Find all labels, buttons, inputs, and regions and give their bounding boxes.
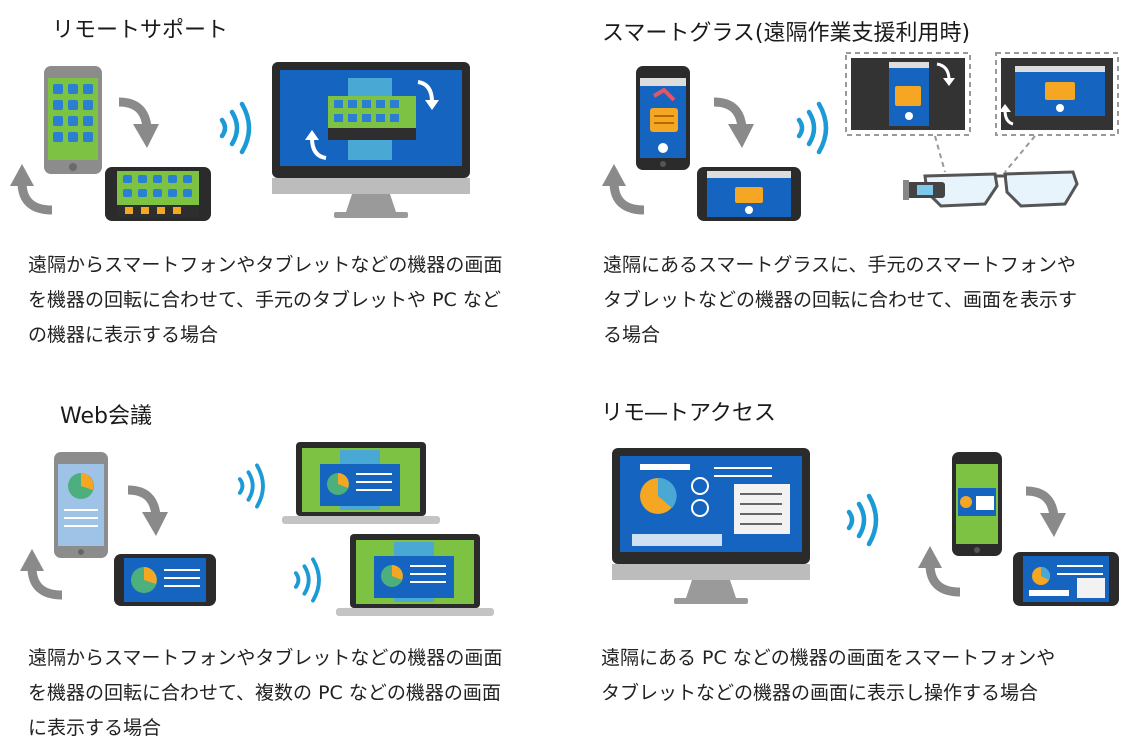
panel-description: 遠隔からスマートフォンやタブレットなどの機器の画面 を機器の回転に合わせて、手元… bbox=[28, 248, 502, 353]
smartphone-landscape-icon bbox=[114, 554, 216, 606]
smartphone-icon bbox=[54, 452, 108, 558]
smartphone-icon bbox=[44, 66, 102, 174]
wireless-signal-icon bbox=[219, 101, 252, 155]
smartphone-icon bbox=[952, 452, 1002, 556]
panel-description: 遠隔からスマートフォンやタブレットなどの機器の画面 を機器の回転に合わせて、複数… bbox=[28, 641, 502, 746]
description-line: る場合 bbox=[603, 324, 661, 346]
description-line: を機器の回転に合わせて、複数の PC などの機器の画面 bbox=[28, 682, 501, 704]
description-line: 遠隔にあるスマートグラスに、手元のスマートフォンや bbox=[603, 254, 1076, 276]
desktop-monitor-icon bbox=[612, 448, 810, 604]
description-line: の機器に表示する場合 bbox=[28, 324, 219, 346]
panel-title: リモートサポート bbox=[52, 18, 229, 43]
panel-title: リモ―トアクセス bbox=[601, 401, 776, 426]
description-line: を機器の回転に合わせて、手元のタブレットや PC など bbox=[28, 289, 501, 311]
rotate-arrow-icon bbox=[10, 164, 53, 215]
laptop-icon bbox=[336, 534, 494, 616]
smartphone-icon bbox=[636, 66, 690, 170]
rotate-arrow-icon bbox=[20, 549, 63, 600]
wireless-signal-icon bbox=[846, 493, 879, 547]
description-line: 遠隔からスマートフォンやタブレットなどの機器の画面 bbox=[28, 647, 503, 669]
rotate-arrow-icon bbox=[918, 546, 961, 597]
panel-description: 遠隔にある PC などの機器の画面をスマートフォンや タブレットなどの機器の画面… bbox=[601, 641, 1055, 711]
panel-title: Web会議 bbox=[60, 404, 152, 429]
smartphone-landscape-icon bbox=[1013, 552, 1119, 606]
desktop-monitor-icon bbox=[272, 62, 470, 218]
description-line: タブレットなどの機器の回転に合わせて、画面を表示す bbox=[603, 289, 1078, 311]
description-line: 遠隔にある PC などの機器の画面をスマートフォンや bbox=[601, 647, 1056, 669]
smartphone-landscape-icon bbox=[697, 167, 801, 221]
laptop-icon bbox=[282, 442, 440, 524]
rotate-arrow-icon bbox=[1025, 486, 1066, 537]
rotate-arrow-icon bbox=[602, 164, 645, 215]
wireless-signal-icon bbox=[237, 463, 265, 509]
rotate-arrow-icon bbox=[127, 485, 168, 536]
smartphone-landscape-icon bbox=[105, 167, 211, 221]
smart-glasses-icon bbox=[845, 52, 1119, 208]
rotate-arrow-icon bbox=[118, 97, 159, 148]
description-line: 遠隔からスマートフォンやタブレットなどの機器の画面 bbox=[28, 254, 503, 276]
panel-title: スマートグラス(遠隔作業支援利用時) bbox=[602, 21, 971, 46]
panel-description: 遠隔にあるスマートグラスに、手元のスマートフォンや タブレットなどの機器の回転に… bbox=[603, 248, 1077, 353]
wireless-signal-icon bbox=[796, 101, 829, 155]
description-line: タブレットなどの機器の画面に表示し操作する場合 bbox=[601, 682, 1039, 704]
wireless-signal-icon bbox=[293, 557, 321, 603]
description-line: に表示する場合 bbox=[28, 717, 162, 739]
rotate-arrow-icon bbox=[713, 97, 754, 148]
